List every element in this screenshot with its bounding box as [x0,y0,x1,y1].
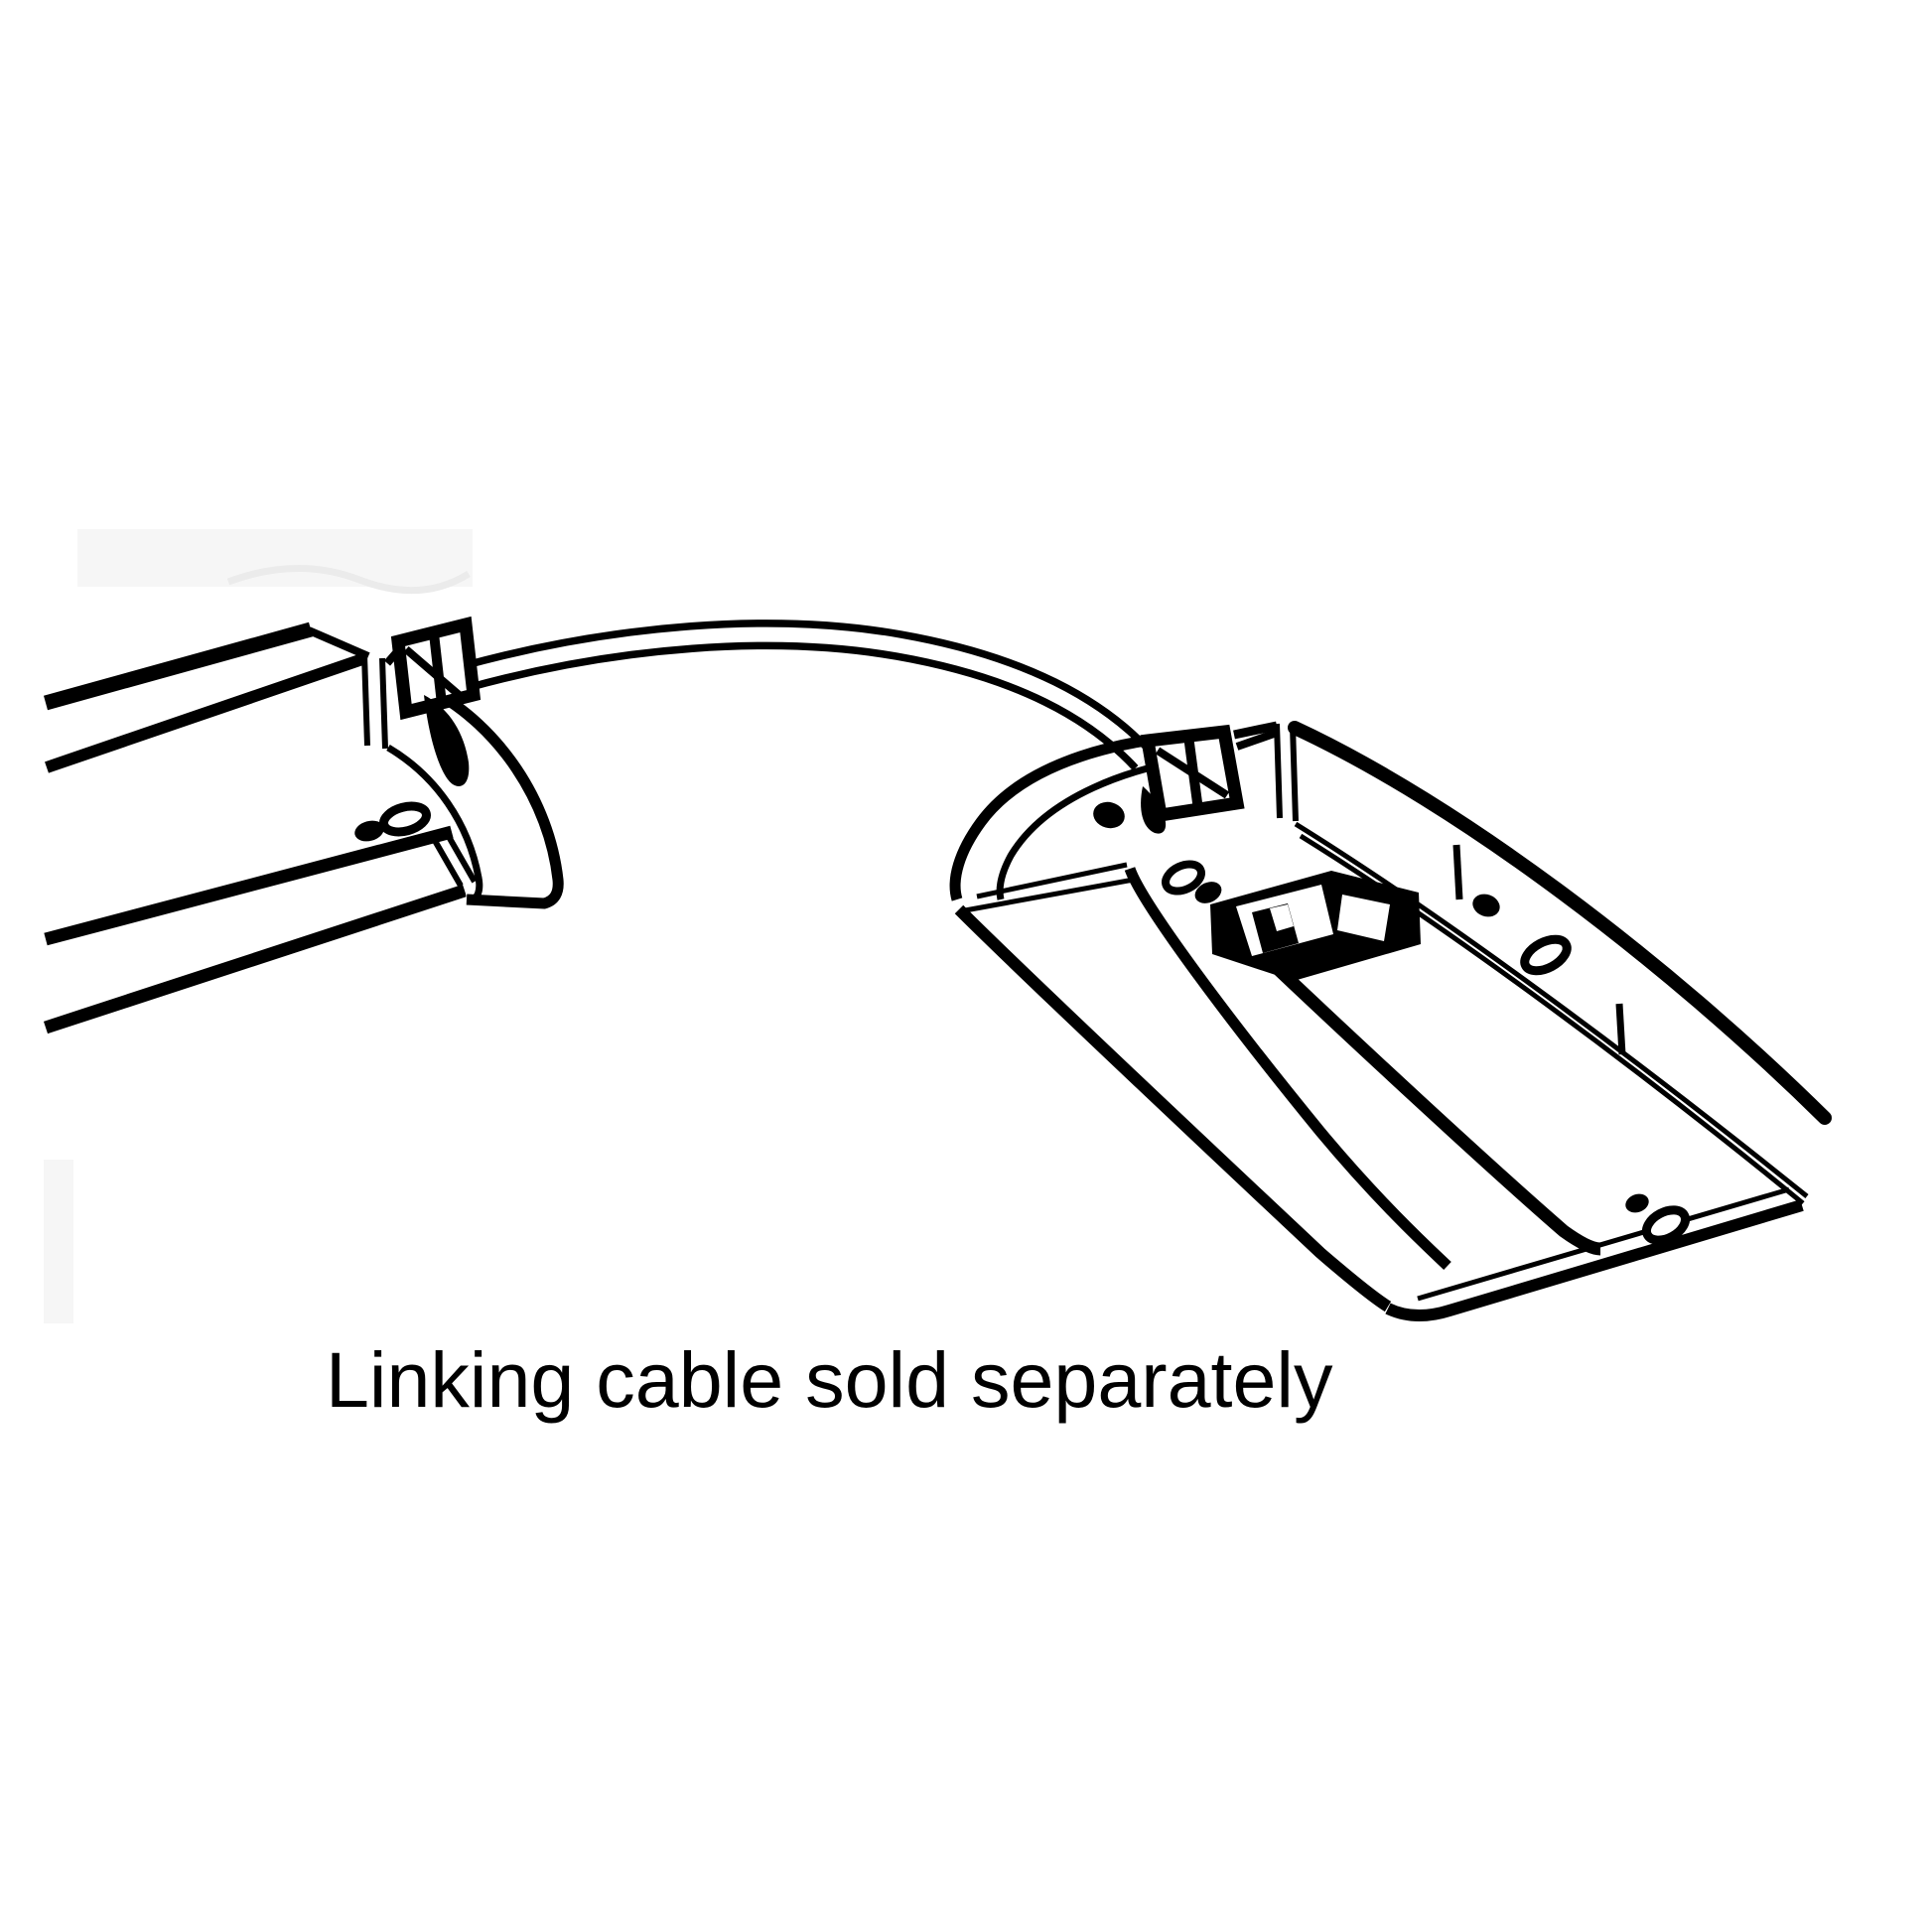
mounting-plate-left-tick [1452,844,1463,900]
linking-cable-core [463,626,1150,766]
bottom-face-margin-edge [1124,867,1451,1270]
rocker-switch [1210,871,1421,981]
left-fixture-lens-seam-a [431,837,464,888]
left-fixture-top-back-edge [43,621,314,711]
bottom-front-rim-outer [1385,1199,1804,1322]
left-fixture [43,621,564,1035]
left-fixture-corner-edge-outer [361,653,370,747]
left-plug-latch [424,695,470,786]
right-plug-brace [1155,747,1230,799]
left-plug-brace [403,645,467,703]
scan-artifacts [44,529,473,1323]
left-fixture-end-cap-inner-curve [386,744,483,902]
right-fixture-end-top-edge [1233,721,1278,740]
lens-left-end-edge [1269,960,1601,1256]
right-plug-latch [1141,786,1167,834]
bottom-rim-wedge-b [964,877,1135,913]
bottom-rim-wedge-a [976,862,1128,899]
left-fixture-top-front-edge [45,652,367,773]
right-fixture-lens-back-edge-a [1294,821,1809,1198]
keyhole-slot-left-fixture [379,801,431,837]
left-fixture-bottom-edge [43,884,468,1035]
scan-artifact-squiggle [226,565,471,595]
right-fixture-top-back-edge [1288,721,1832,1125]
scan-artifact-streak [44,1160,73,1323]
left-fixture-corner-edge-inner [379,657,388,750]
right-fixture [949,721,1832,1322]
left-cable-plug [383,616,482,786]
left-fixture-end-top-edge [307,626,370,660]
scan-artifact-band [77,529,473,587]
caption-text: Linking cable sold separately [326,1335,1333,1424]
left-plug-rib [429,632,447,705]
switch-side-slot [1337,895,1390,941]
keyhole-dot-near-cap [1194,882,1222,903]
left-fixture-lens-seam-b [445,833,478,884]
keyhole-slot-near-cap [1162,860,1205,896]
keyhole-dot-mounting-plate [1472,894,1500,917]
keyhole-dot-left-fixture [354,820,384,842]
keyhole-slot-far-end [1641,1205,1691,1245]
bottom-front-rim-inner [1417,1186,1790,1302]
keyhole-dot-far-end [1625,1193,1649,1213]
right-plug-stub [1235,729,1279,751]
switch-rocker-highlight [1270,904,1294,931]
left-fixture-lens-top-edge [44,825,454,946]
end-cap-screw-hole [1093,801,1125,829]
right-fixture-corner-edge-inner [1290,725,1299,822]
right-fixture-left-end-edge [954,904,1392,1312]
linking-cable [461,620,1156,771]
left-plug-stub [383,645,404,666]
right-cable-plug [1140,724,1279,834]
keyhole-slot-mounting-plate [1520,934,1572,976]
right-fixture-lens-back-edge-b [1299,833,1805,1205]
mounting-plate-right-tick [1615,1003,1626,1055]
right-fixture-corner-edge-outer [1274,723,1283,819]
